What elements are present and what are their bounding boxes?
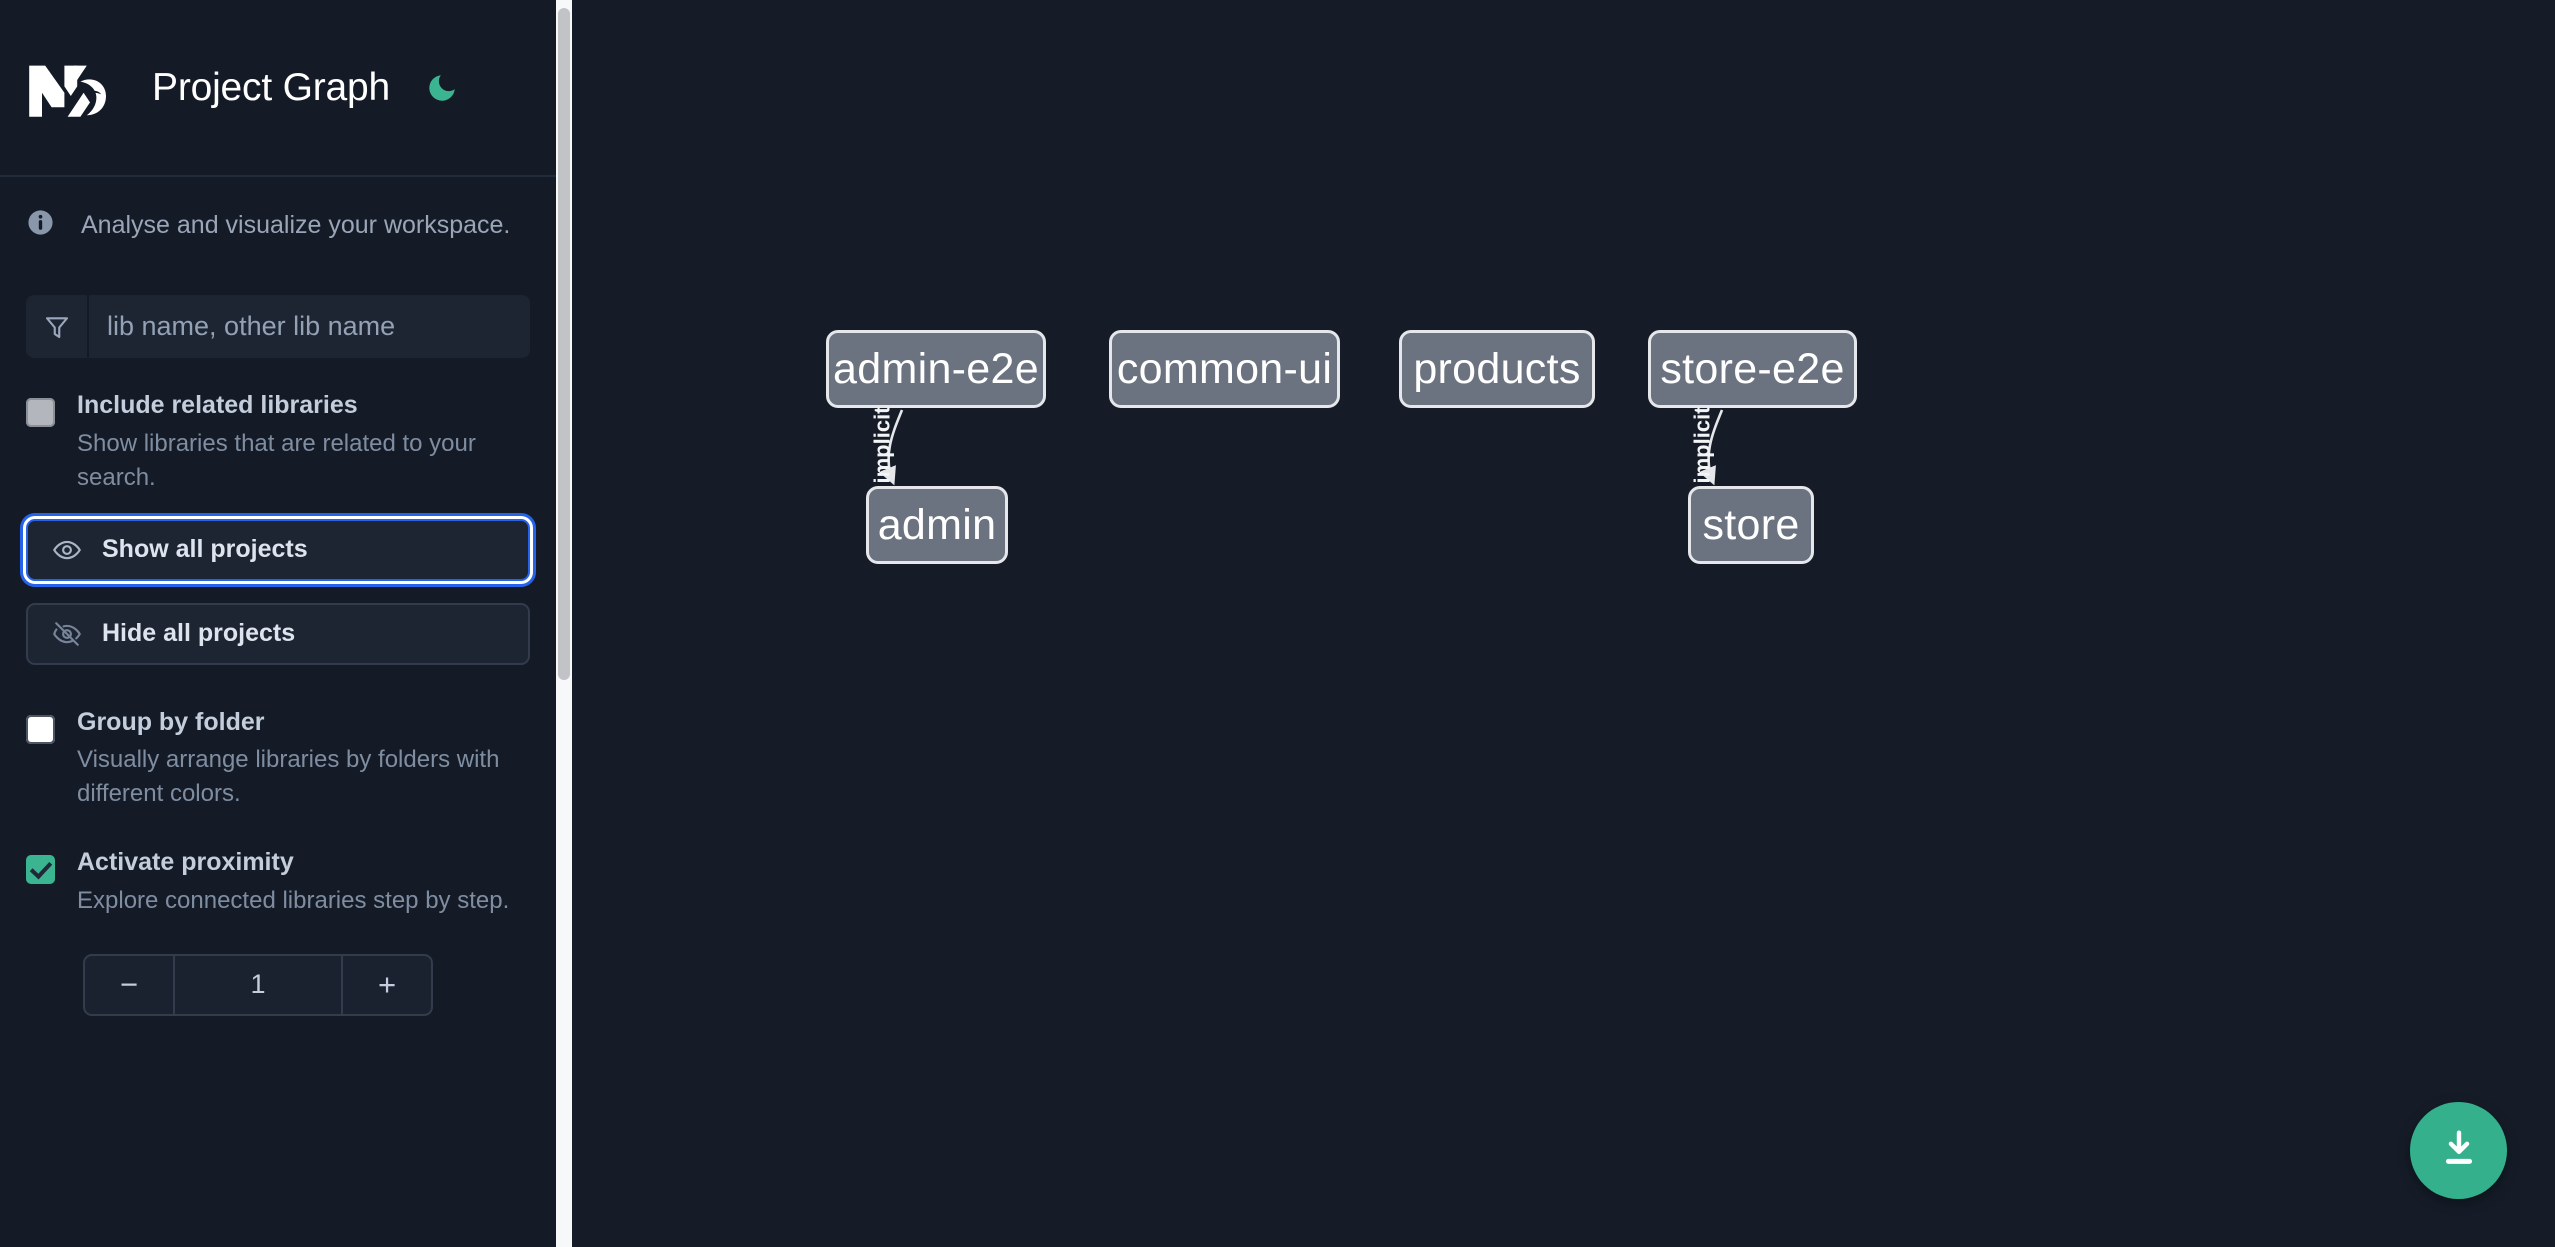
graph-node-label: products (1413, 344, 1581, 393)
sidebar-scrollbar-thumb[interactable] (558, 8, 570, 680)
option-desc-include-related: Show libraries that are related to your … (77, 429, 476, 491)
graph-node-label: store-e2e (1660, 344, 1845, 393)
filter-box[interactable] (26, 295, 530, 358)
checkbox-group-by-folder[interactable] (26, 714, 55, 744)
show-all-projects-label: Show all projects (102, 535, 308, 564)
option-label-include-related: Include related libraries (77, 391, 358, 419)
graph-node-admin[interactable]: admin (866, 486, 1008, 564)
edge-label-store-implicit: implicit (1689, 406, 1715, 484)
hide-all-projects-label: Hide all projects (102, 619, 296, 648)
graph-node-label: admin (877, 500, 997, 549)
sidebar-header: Project Graph (0, 0, 556, 177)
edge-label-admin-implicit: implicit (869, 406, 895, 484)
proximity-decrement-button[interactable]: − (85, 955, 175, 1014)
graph-node-label: admin-e2e (833, 344, 1039, 393)
eye-off-icon (52, 619, 82, 649)
graph-node-admin-e2e[interactable]: admin-e2e (826, 330, 1046, 408)
download-graph-button[interactable] (2410, 1102, 2507, 1199)
option-label-group-by-folder: Group by folder (77, 707, 265, 736)
graph-node-store-e2e[interactable]: store-e2e (1648, 330, 1857, 408)
sidebar-body: Include related libraries Show libraries… (0, 295, 556, 1016)
proximity-value: 1 (250, 969, 266, 1000)
nx-logo-icon (26, 57, 122, 119)
proximity-increment-button[interactable]: + (341, 955, 431, 1014)
option-row-activate-proximity[interactable]: Activate proximity Explore connected lib… (26, 849, 530, 918)
option-label-activate-proximity: Activate proximity (77, 848, 294, 877)
sidebar: Project Graph Analyse and visualize your… (0, 0, 556, 1247)
checkbox-activate-proximity[interactable] (26, 855, 55, 885)
graph-edges (879, 409, 1724, 486)
option-desc-group-by-folder: Visually arrange libraries by folders wi… (77, 746, 500, 808)
sidebar-tagline: Analyse and visualize your workspace. (0, 177, 556, 273)
app-title: Project Graph (152, 65, 391, 109)
graph-node-products[interactable]: products (1399, 330, 1595, 408)
visibility-button-group: Show all projects Hide all projects (26, 518, 530, 665)
tagline-text: Analyse and visualize your workspace. (81, 210, 511, 239)
show-all-projects-button[interactable]: Show all projects (26, 518, 530, 581)
sidebar-scrollbar-track[interactable] (556, 0, 572, 1247)
option-row-group-by-folder[interactable]: Group by folder Visually arrange librari… (26, 707, 530, 812)
graph-node-label: common-ui (1116, 344, 1333, 393)
filter-funnel-icon (26, 295, 89, 358)
graph-node-label: store (1702, 500, 1800, 549)
info-icon (26, 208, 55, 242)
graph-node-store[interactable]: store (1688, 486, 1814, 564)
graph-node-common-ui[interactable]: common-ui (1109, 330, 1340, 408)
eye-icon (52, 535, 82, 565)
moon-icon[interactable] (422, 68, 462, 108)
checkbox-include-related (26, 398, 55, 427)
search-input[interactable] (89, 295, 530, 358)
hide-all-projects-button[interactable]: Hide all projects (26, 602, 530, 665)
option-desc-activate-proximity: Explore connected libraries step by step… (77, 886, 510, 914)
graph-canvas[interactable]: admin-e2e common-ui products store-e2e a… (572, 0, 2555, 1247)
proximity-stepper: − 1 + (83, 953, 433, 1016)
download-icon (2436, 1125, 2482, 1176)
option-row-include-related[interactable]: Include related libraries Show libraries… (26, 391, 530, 495)
